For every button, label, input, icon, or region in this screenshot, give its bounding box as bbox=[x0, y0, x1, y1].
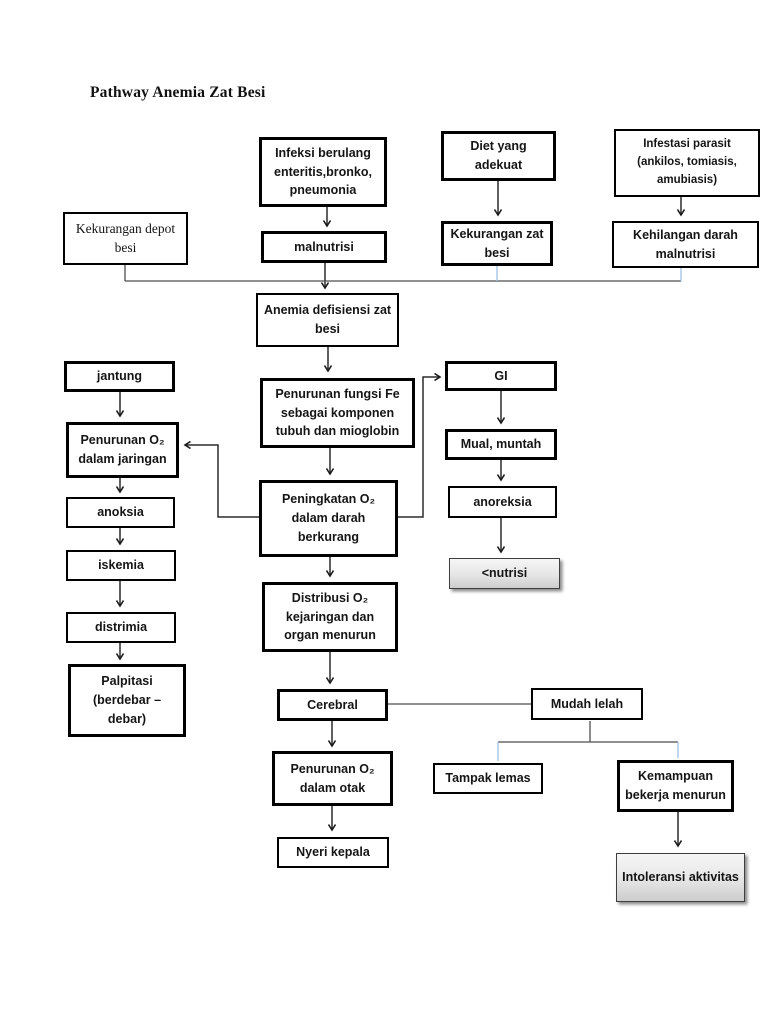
node-anoreksia: anoreksia bbox=[448, 486, 557, 518]
node-mudah-lelah: Mudah lelah bbox=[531, 688, 643, 720]
node-iskemia: iskemia bbox=[66, 550, 176, 581]
node-label: GI bbox=[494, 368, 508, 383]
node-label: Mual, muntah bbox=[460, 437, 542, 452]
node-label: <nutrisi bbox=[481, 566, 528, 581]
node-nutrisi-kurang: <nutrisi bbox=[449, 558, 560, 589]
node-label: Kekurangan depot besi bbox=[75, 221, 176, 255]
node-label: Kemampuan bekerja menurun bbox=[625, 769, 726, 802]
node-nyeri-kepala: Nyeri kepala bbox=[277, 837, 389, 868]
node-label: Cerebral bbox=[307, 697, 358, 712]
node-kekurangan-zat-besi: Kekurangan zat besi bbox=[441, 221, 553, 266]
arrow-connectors bbox=[115, 181, 686, 848]
node-label: Kehilangan darah malnutrisi bbox=[633, 227, 738, 261]
node-mual-muntah: Mual, muntah bbox=[445, 429, 557, 460]
node-label: Diet yang adekuat bbox=[470, 139, 527, 172]
node-jantung: jantung bbox=[64, 361, 175, 392]
node-kemampuan-bekerja: Kemampuan bekerja menurun bbox=[617, 760, 734, 812]
node-label: Distribusi O₂ kejaringan dan organ menur… bbox=[284, 590, 376, 643]
node-tampak-lemas: Tampak lemas bbox=[433, 763, 543, 794]
node-penurunan-o2-otak: Penurunan O₂ dalam otak bbox=[272, 751, 393, 806]
node-palpitasi: Palpitasi (berdebar – debar) bbox=[68, 664, 186, 737]
node-kehilangan-darah: Kehilangan darah malnutrisi bbox=[612, 221, 759, 268]
node-label: Mudah lelah bbox=[550, 696, 624, 711]
node-penurunan-o2-jaringan: Penurunan O₂ dalam jaringan bbox=[66, 422, 179, 478]
node-label: Nyeri kepala bbox=[296, 845, 370, 860]
node-label: Infestasi parasit (ankilos, tomiasis, am… bbox=[637, 138, 737, 186]
node-label: anoksia bbox=[97, 505, 144, 520]
node-label: Tampak lemas bbox=[445, 771, 531, 786]
node-label: iskemia bbox=[98, 558, 144, 573]
node-malnutrisi: malnutrisi bbox=[261, 231, 387, 263]
node-penurunan-fungsi-fe: Penurunan fungsi Fe sebagai komponen tub… bbox=[260, 378, 415, 448]
node-label: Anemia defisiensi zat besi bbox=[263, 303, 392, 336]
node-infestasi-parasit: Infestasi parasit (ankilos, tomiasis, am… bbox=[614, 129, 760, 197]
node-diet-adekuat: Diet yang adekuat bbox=[441, 131, 556, 181]
node-label: anoreksia bbox=[473, 494, 532, 509]
node-distribusi-o2: Distribusi O₂ kejaringan dan organ menur… bbox=[262, 582, 398, 652]
node-label: Penurunan O₂ dalam jaringan bbox=[78, 433, 167, 466]
node-distrimia: distrimia bbox=[66, 612, 176, 643]
node-cerebral: Cerebral bbox=[277, 689, 388, 721]
node-label: Infeksi berulang enteritis,bronko, pneum… bbox=[274, 145, 372, 198]
node-gi: GI bbox=[445, 361, 557, 391]
node-kekurangan-depot-besi: Kekurangan depot besi bbox=[63, 212, 188, 265]
node-label: Kekurangan zat besi bbox=[450, 226, 544, 260]
node-label: malnutrisi bbox=[294, 239, 354, 254]
node-label: Peningkatan O₂ dalam darah berkurang bbox=[281, 492, 376, 544]
node-intoleransi-aktivitas: Intoleransi aktivitas bbox=[616, 853, 745, 902]
node-label: distrimia bbox=[94, 620, 148, 635]
node-peningkatan-o2-darah: Peningkatan O₂ dalam darah berkurang bbox=[259, 480, 398, 557]
node-infeksi-berulang: Infeksi berulang enteritis,bronko, pneum… bbox=[259, 137, 387, 207]
node-anoksia: anoksia bbox=[66, 497, 175, 528]
node-label: Intoleransi aktivitas bbox=[622, 870, 739, 885]
node-label: Penurunan fungsi Fe sebagai komponen tub… bbox=[275, 386, 400, 439]
node-label: Palpitasi (berdebar – debar) bbox=[92, 674, 162, 726]
node-anemia-defisiensi: Anemia defisiensi zat besi bbox=[256, 293, 399, 347]
node-label: Penurunan O₂ dalam otak bbox=[290, 761, 375, 795]
plain-connectors bbox=[124, 264, 681, 743]
page-title: Pathway Anemia Zat Besi bbox=[90, 84, 266, 101]
node-label: jantung bbox=[96, 369, 143, 384]
